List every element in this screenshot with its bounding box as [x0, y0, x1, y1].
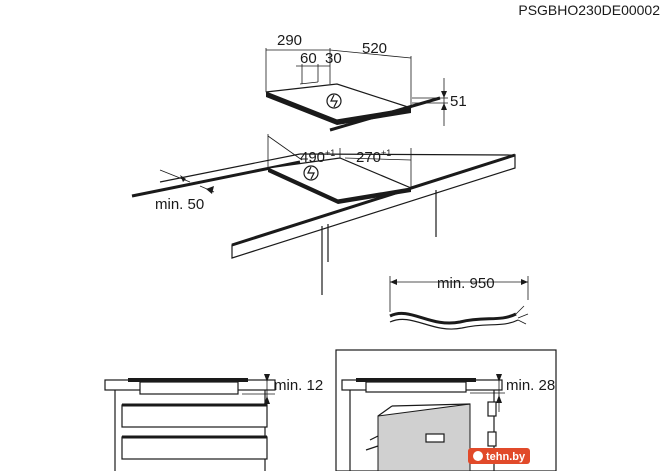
- dim-290: 290: [277, 32, 302, 49]
- dim-min-12: min. 12: [274, 377, 323, 394]
- drawer-install-view: min. 12: [104, 374, 323, 471]
- diagram-code: PSGBHO230DE00002: [518, 2, 660, 18]
- watermark-text: tehn.by: [486, 451, 526, 463]
- dim-60: 60: [300, 50, 317, 67]
- watermark-badge: tehn.by: [468, 448, 530, 464]
- drawer-upper: [121, 404, 268, 428]
- dim-520: 520: [362, 40, 387, 57]
- oven-handle: [425, 433, 445, 443]
- drawer-lower: [121, 436, 268, 460]
- dim-51: 51: [450, 93, 467, 110]
- dim-270: 270+1: [356, 148, 391, 166]
- oven-install-view: min. 28: [335, 349, 557, 471]
- oven-box: [377, 403, 471, 471]
- frame-box: [335, 349, 557, 471]
- dim-490: 490+1: [300, 148, 335, 166]
- worktop-cutout-view: 490+1 270+1 min. 50: [131, 134, 516, 295]
- power-cable-view: min. 950: [389, 275, 529, 330]
- dim-min-28: min. 28: [506, 377, 555, 394]
- hob-edge-left: [266, 92, 337, 125]
- dim-min-950: min. 950: [437, 275, 495, 292]
- power-icon: [326, 93, 342, 109]
- dim-30: 30: [325, 50, 342, 67]
- dim-min-50: min. 50: [155, 196, 204, 213]
- cable: [389, 311, 517, 325]
- hob-top-view: 290 520 60 30 51: [265, 32, 467, 132]
- power-icon-cutout: [303, 165, 319, 181]
